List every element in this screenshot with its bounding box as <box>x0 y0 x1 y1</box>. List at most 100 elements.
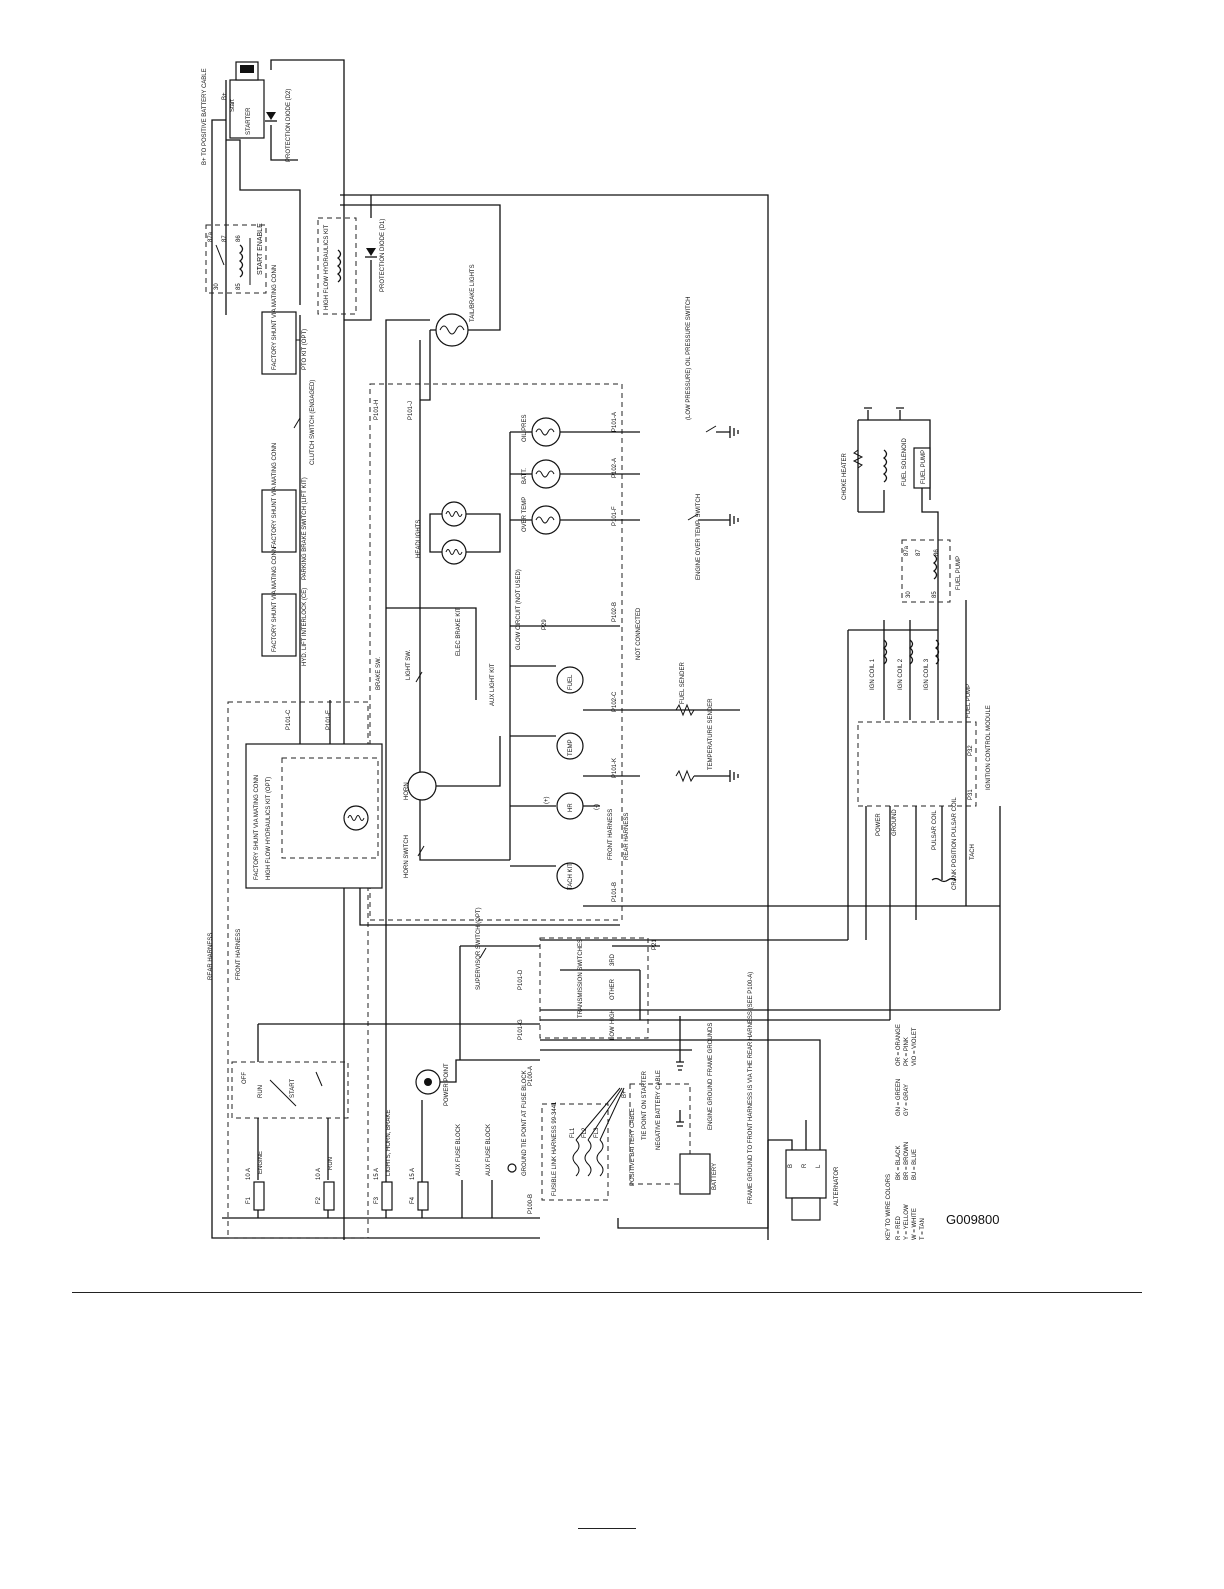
svg-text:10 A: 10 A <box>246 1168 252 1180</box>
battery <box>679 1153 711 1195</box>
svg-text:IGN COIL 3: IGN COIL 3 <box>924 658 930 690</box>
starter-label: STARTER <box>246 107 252 135</box>
svg-text:FL2: FL2 <box>582 1127 588 1138</box>
svg-text:HR: HR <box>568 803 574 812</box>
wire-color-key: KEY TO WIRE COLORS R = RED Y = YELLOW W … <box>886 1024 926 1240</box>
ignition-control-module: IGNITION CONTROL MODULE P32 P31 POWER GR… <box>857 705 1001 1020</box>
svg-text:F4: F4 <box>410 1196 416 1204</box>
horn-switch <box>417 845 425 857</box>
svg-text:P101-H: P101-H <box>374 400 380 420</box>
engine-temp-switch <box>687 513 699 521</box>
svg-text:NOT CONNECTED: NOT CONNECTED <box>636 607 642 660</box>
high-flow-top: HIGH FLOW HYDRAULICS KIT PROTECTION DIOD… <box>317 195 386 321</box>
svg-text:P101-J: P101-J <box>408 401 414 420</box>
svg-text:HIGH FLOW HYDRAULICS KIT (OPT): HIGH FLOW HYDRAULICS KIT (OPT) <box>266 777 272 880</box>
svg-text:Y = YELLOW: Y = YELLOW <box>904 1204 910 1240</box>
svg-text:GROUND TIE POINT AT FUSE BLOCK: GROUND TIE POINT AT FUSE BLOCK <box>522 1070 528 1176</box>
svg-text:IGN COIL 2: IGN COIL 2 <box>898 658 904 690</box>
svg-text:FL3: FL3 <box>594 1127 600 1138</box>
svg-text:AUX LIGHT KIT: AUX LIGHT KIT <box>490 663 496 706</box>
svg-text:FUEL PUMP: FUEL PUMP <box>921 450 927 484</box>
svg-text:CRANK POSITION PULSAR COIL: CRANK POSITION PULSAR COIL <box>952 797 958 890</box>
svg-text:P101-E: P101-E <box>326 710 332 730</box>
instrument-panel-box <box>369 383 623 921</box>
svg-text:BRAKE SW.: BRAKE SW. <box>376 657 382 690</box>
svg-text:RUN: RUN <box>328 1157 334 1170</box>
b-plus-term: B+ <box>222 92 228 100</box>
svg-text:NEGATIVE BATTERY CABLE: NEGATIVE BATTERY CABLE <box>656 1070 662 1150</box>
svg-text:W = WHITE: W = WHITE <box>912 1208 918 1240</box>
svg-text:HEADLIGHTS: HEADLIGHTS <box>416 520 422 558</box>
alternator: B R L ALTERNATOR <box>617 1120 840 1229</box>
svg-text:LIGHT SW.: LIGHT SW. <box>406 649 412 680</box>
diode-d2-label: PROTECTION DIODE (D2) <box>286 89 292 162</box>
svg-text:FUEL SOLENOID: FUEL SOLENOID <box>902 438 908 486</box>
svg-text:OFF: OFF <box>242 1072 248 1084</box>
sensors: (LOW PRESSURE) OIL PRESSURE SWITCH ENGIN… <box>675 297 739 783</box>
svg-text:(-): (-) <box>594 804 600 810</box>
gauge-over-temp: OVER TEMP <box>522 497 561 535</box>
svg-text:OTHER: OTHER <box>610 978 616 1000</box>
svg-text:30: 30 <box>214 283 220 290</box>
svg-text:10 A: 10 A <box>316 1168 322 1180</box>
supervisor-transmission: SUPERVISOR SWITCH (OPT) P101-D P101-G TR… <box>459 907 649 1060</box>
temperature-sender <box>675 769 695 783</box>
choke-heater <box>852 449 864 469</box>
page-divider <box>72 1292 1142 1293</box>
svg-text:87a: 87a <box>904 545 910 556</box>
svg-text:R: R <box>802 1163 808 1168</box>
oil-pressure-switch <box>705 425 717 433</box>
svg-text:(+): (+) <box>544 796 550 804</box>
svg-text:GY = GRAY: GY = GRAY <box>904 1084 910 1116</box>
svg-text:GLOW CIRCUIT (NOT USED): GLOW CIRCUIT (NOT USED) <box>516 569 522 650</box>
svg-text:P100-B: P100-B <box>528 1194 534 1214</box>
fuse-f4 <box>417 1181 429 1211</box>
fuse-block: F1 10 A ENGINE F2 10 A RUN F3 15 A LIGHT… <box>222 1066 540 1219</box>
svg-text:LIGHTS, HORN, BRAKE: LIGHTS, HORN, BRAKE <box>386 1110 392 1176</box>
svg-text:L: L <box>816 1164 822 1168</box>
starter-cap <box>240 65 254 73</box>
svg-text:VIO = VIOLET: VIO = VIOLET <box>912 1027 918 1066</box>
svg-text:ELEC BRAKE KIT: ELEC BRAKE KIT <box>456 607 462 656</box>
svg-text:TACH KIT: TACH KIT <box>568 863 574 890</box>
svg-text:FACTORY SHUNT VIA MATING CONN: FACTORY SHUNT VIA MATING CONN <box>272 547 278 652</box>
key-switch: OFF RUN START <box>231 1023 540 1180</box>
svg-text:T = TAN: T = TAN <box>920 1218 926 1240</box>
diode-d1 <box>366 248 376 256</box>
svg-text:FACTORY SHUNT VIA MATING CONN: FACTORY SHUNT VIA MATING CONN <box>272 443 278 548</box>
gauge-tach: TACH KIT <box>556 862 584 890</box>
page-number-line <box>578 1528 636 1529</box>
svg-text:85: 85 <box>932 591 938 598</box>
svg-text:BR = BROWN: BR = BROWN <box>904 1142 910 1180</box>
svg-text:B: B <box>788 1164 794 1168</box>
svg-text:15 A: 15 A <box>374 1168 380 1180</box>
svg-text:GN = GREEN: GN = GREEN <box>896 1079 902 1116</box>
tail-brake-lamp <box>435 313 469 347</box>
start-enable-label: START ENABLE <box>257 223 264 275</box>
fuse-f2 <box>323 1181 335 1211</box>
svg-text:BK = BLACK: BK = BLACK <box>896 1145 902 1180</box>
svg-text:PARKING BRAKE SWITCH (LIFT KIT: PARKING BRAKE SWITCH (LIFT KIT) <box>302 477 308 580</box>
svg-text:IGNITION CONTROL MODULE: IGNITION CONTROL MODULE <box>986 705 992 790</box>
svg-text:P101-F: P101-F <box>612 506 618 526</box>
svg-text:START: START <box>290 1079 296 1098</box>
supervisor-switch <box>479 947 487 959</box>
svg-text:87: 87 <box>916 549 922 556</box>
start-term: Start <box>230 99 236 112</box>
svg-text:P21: P21 <box>652 939 658 950</box>
diagram-code: G009800 <box>946 1212 1000 1227</box>
tail-brake-lights: TAIL/BRAKE LIGHTS <box>435 264 476 347</box>
svg-text:RUN: RUN <box>258 1085 264 1098</box>
diode-d2 <box>266 112 276 120</box>
svg-text:POWER POINT: POWER POINT <box>444 1063 450 1106</box>
svg-text:BU = BLUE: BU = BLUE <box>912 1149 918 1180</box>
tail-brake-label: TAIL/BRAKE LIGHTS <box>470 264 476 322</box>
svg-text:HYD. LIFT INTERLOCK (CE): HYD. LIFT INTERLOCK (CE) <box>302 588 308 666</box>
svg-text:3RD: 3RD <box>610 953 616 966</box>
svg-text:86: 86 <box>236 235 242 242</box>
svg-text:15 A: 15 A <box>410 1168 416 1180</box>
start-enable-relay: 87a 87 86 30 85 START ENABLE <box>205 223 267 294</box>
svg-text:87a: 87a <box>208 231 214 242</box>
svg-text:87: 87 <box>222 235 228 242</box>
